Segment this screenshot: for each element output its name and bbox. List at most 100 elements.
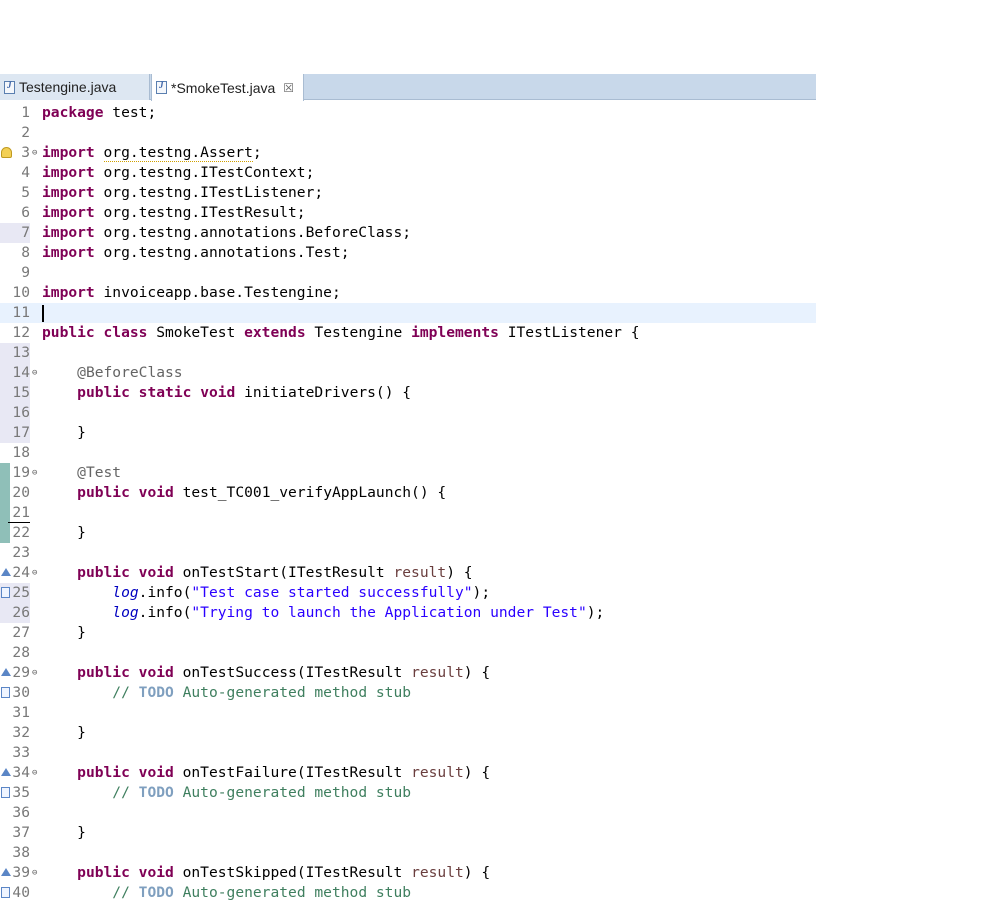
code-text: log.info("Trying to launch the Applicati… <box>112 604 605 621</box>
line-number: 29 <box>12 664 30 681</box>
code-line[interactable]: 40 // TODO Auto-generated method stub <box>0 883 816 903</box>
code-line[interactable]: 36 <box>0 803 816 823</box>
code-line[interactable]: 37 } <box>0 823 816 843</box>
code-text: import org.testng.Assert; <box>42 144 262 162</box>
java-file-icon <box>156 80 167 94</box>
code-line[interactable]: 20 public void test_TC001_verifyAppLaunc… <box>0 483 816 503</box>
line-number: 39 <box>12 864 30 881</box>
override-triangle-icon[interactable] <box>1 868 11 876</box>
gutter-marker <box>0 763 12 783</box>
line-number: 21 <box>12 504 30 521</box>
code-line[interactable]: 19⊖ @Test <box>0 463 816 483</box>
override-triangle-icon[interactable] <box>1 668 11 676</box>
code-line[interactable]: 29⊖ public void onTestSuccess(ITestResul… <box>0 663 816 683</box>
task-icon[interactable] <box>1 887 10 898</box>
fold-toggle-icon[interactable]: ⊖ <box>32 148 38 158</box>
code-line[interactable]: 14⊖ @BeforeClass <box>0 363 816 383</box>
line-number: 10 <box>12 284 30 301</box>
code-line[interactable]: 34⊖ public void onTestFailure(ITestResul… <box>0 763 816 783</box>
task-icon[interactable] <box>1 687 10 698</box>
line-number: 11 <box>12 304 30 321</box>
code-line[interactable]: 21 <box>0 503 816 523</box>
tab-testengine[interactable]: Testengine.java <box>0 74 150 100</box>
line-number: 36 <box>12 804 30 821</box>
code-line[interactable]: 13 <box>0 343 816 363</box>
line-number: 33 <box>12 744 30 761</box>
code-text: // TODO Auto-generated method stub <box>112 684 412 701</box>
gutter-marker <box>0 583 12 603</box>
code-text: } <box>42 524 86 541</box>
code-line[interactable]: 32 } <box>0 723 816 743</box>
fold-toggle-icon[interactable]: ⊖ <box>32 668 38 678</box>
code-line[interactable]: 25 log.info("Test case started successfu… <box>0 583 816 603</box>
code-line[interactable]: 24⊖ public void onTestStart(ITestResult … <box>0 563 816 583</box>
line-number: 18 <box>12 444 30 461</box>
fold-toggle-icon[interactable]: ⊖ <box>32 568 38 578</box>
code-line[interactable]: 27 } <box>0 623 816 643</box>
close-tab-icon[interactable]: ☒ <box>283 80 295 95</box>
code-line[interactable]: 35 // TODO Auto-generated method stub <box>0 783 816 803</box>
code-line[interactable]: 3⊖import org.testng.Assert; <box>0 143 816 163</box>
tab-smoketest[interactable]: *SmokeTest.java ☒ <box>151 74 304 101</box>
code-line[interactable]: 18 <box>0 443 816 463</box>
line-number: 31 <box>12 704 30 721</box>
code-text: public void onTestFailure(ITestResult re… <box>77 764 491 781</box>
code-line[interactable]: 38 <box>0 843 816 863</box>
line-number: 32 <box>12 724 30 741</box>
code-text: @Test <box>77 464 122 481</box>
diff-marker <box>0 503 10 523</box>
gutter-marker <box>0 143 12 163</box>
line-number: 16 <box>0 403 30 423</box>
line-number: 5 <box>21 184 30 201</box>
code-line[interactable]: 26 log.info("Trying to launch the Applic… <box>0 603 816 623</box>
code-line[interactable]: 16 <box>0 403 816 423</box>
fold-toggle-icon[interactable]: ⊖ <box>32 368 38 378</box>
code-line[interactable]: 31 <box>0 703 816 723</box>
code-line[interactable]: 15 public static void initiateDrivers() … <box>0 383 816 403</box>
code-text: public void onTestStart(ITestResult resu… <box>77 564 473 581</box>
code-text: public void onTestSkipped(ITestResult re… <box>77 864 491 881</box>
code-line[interactable]: 28 <box>0 643 816 663</box>
task-icon[interactable] <box>1 587 10 598</box>
fold-toggle-icon[interactable]: ⊖ <box>32 868 38 878</box>
code-line[interactable]: 11 <box>0 303 816 323</box>
code-line[interactable]: 39⊖ public void onTestSkipped(ITestResul… <box>0 863 816 883</box>
override-triangle-icon[interactable] <box>1 768 11 776</box>
fold-toggle-icon[interactable]: ⊖ <box>32 768 38 778</box>
task-icon[interactable] <box>1 787 10 798</box>
line-number: 1 <box>21 104 30 121</box>
code-line[interactable]: 2 <box>0 123 816 143</box>
line-number: 28 <box>12 644 30 661</box>
code-line[interactable]: 33 <box>0 743 816 763</box>
warning-lightbulb-icon[interactable] <box>1 147 12 158</box>
line-number: 35 <box>12 784 30 801</box>
diff-marker <box>0 463 10 483</box>
line-number: 40 <box>12 884 30 901</box>
editor-tab-bar: Testengine.java *SmokeTest.java ☒ <box>0 74 816 101</box>
line-number: 38 <box>12 844 30 861</box>
code-line[interactable]: 22 } <box>0 523 816 543</box>
gutter-marker <box>0 783 12 803</box>
code-line[interactable]: 23 <box>0 543 816 563</box>
code-line[interactable]: 9 <box>0 263 816 283</box>
code-line[interactable]: 30 // TODO Auto-generated method stub <box>0 683 816 703</box>
line-number: 4 <box>21 164 30 181</box>
override-triangle-icon[interactable] <box>1 568 11 576</box>
diff-marker <box>0 483 10 503</box>
fold-toggle-icon[interactable]: ⊖ <box>32 468 38 478</box>
line-number: 14 <box>0 363 30 383</box>
code-line[interactable]: 17 } <box>0 423 816 443</box>
line-number: 8 <box>21 244 30 261</box>
line-number: 26 <box>0 603 30 623</box>
tab-label: Testengine.java <box>19 79 117 95</box>
tab-label: *SmokeTest.java <box>171 79 276 96</box>
